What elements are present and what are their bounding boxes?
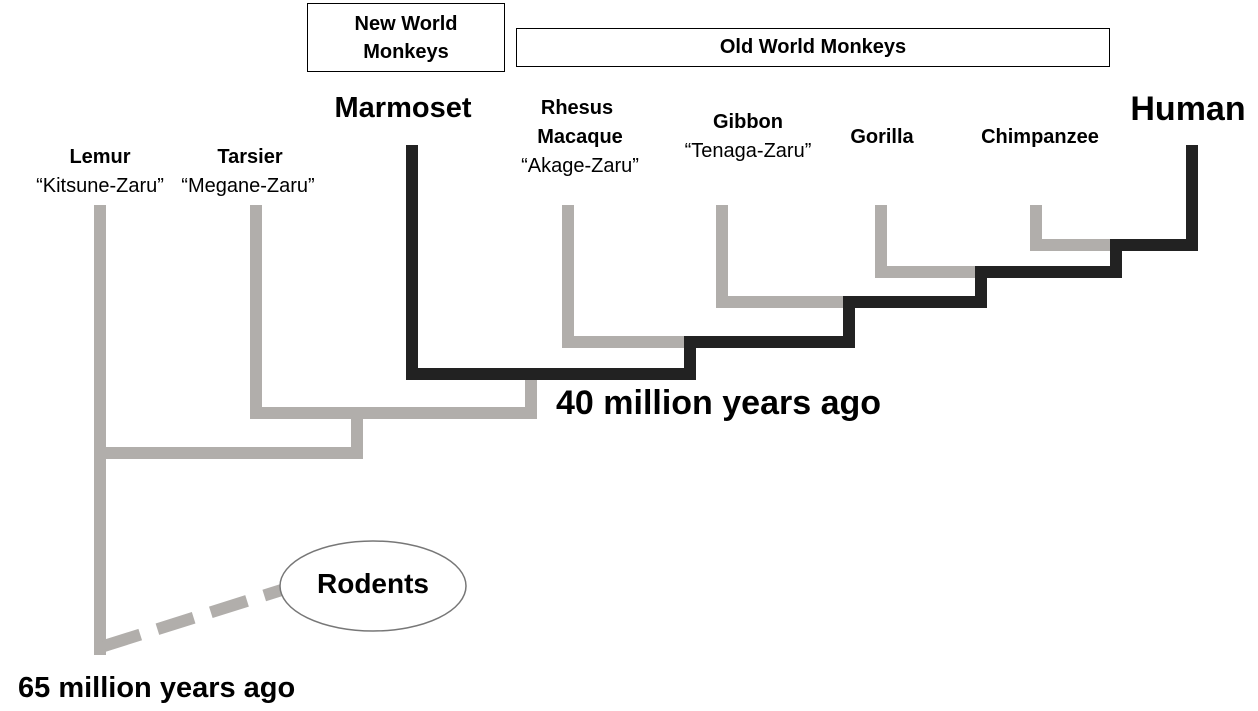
gibbon-name: Gibbon bbox=[713, 111, 783, 133]
branch-tarsier bbox=[250, 205, 537, 419]
gibbon-japanese: “Tenaga-Zaru” bbox=[684, 140, 812, 162]
chimpanzee-name: Chimpanzee bbox=[981, 126, 1099, 148]
lemur-name: Lemur bbox=[69, 146, 131, 168]
tarsier-japanese: “Megane-Zaru” bbox=[181, 175, 315, 197]
rhesus-japanese: “Akage-Zaru” bbox=[521, 155, 639, 177]
rhesus-name-line2: Macaque bbox=[537, 126, 623, 148]
new-world-monkeys-box: New World Monkeys bbox=[307, 3, 505, 72]
marmoset-name: Marmoset bbox=[334, 92, 472, 124]
gorilla-name: Gorilla bbox=[850, 126, 914, 148]
tarsier-name: Tarsier bbox=[217, 146, 283, 168]
time-40-mya: 40 million years ago bbox=[556, 384, 882, 422]
branch-lemur-tarsier-join bbox=[100, 413, 363, 459]
branch-rodents bbox=[102, 582, 290, 652]
rodents-label: Rodents bbox=[317, 568, 429, 599]
new-world-monkeys-label: New World Monkeys bbox=[354, 12, 458, 63]
branch-chimpanzee bbox=[1030, 205, 1116, 251]
branch-gorilla bbox=[875, 205, 981, 278]
branch-gibbon bbox=[716, 205, 849, 308]
lineage-human bbox=[406, 145, 1198, 380]
human-name: Human bbox=[1130, 90, 1246, 128]
lemur-japanese: “Kitsune-Zaru” bbox=[36, 175, 164, 197]
rodents-ellipse bbox=[279, 540, 467, 632]
rhesus-name-line1: Rhesus bbox=[540, 97, 614, 119]
old-world-monkeys-box: Old World Monkeys bbox=[516, 28, 1110, 67]
branch-rhesus bbox=[562, 205, 690, 348]
old-world-monkeys-label: Old World Monkeys bbox=[719, 36, 907, 58]
time-65-mya: 65 million years ago bbox=[18, 672, 296, 704]
